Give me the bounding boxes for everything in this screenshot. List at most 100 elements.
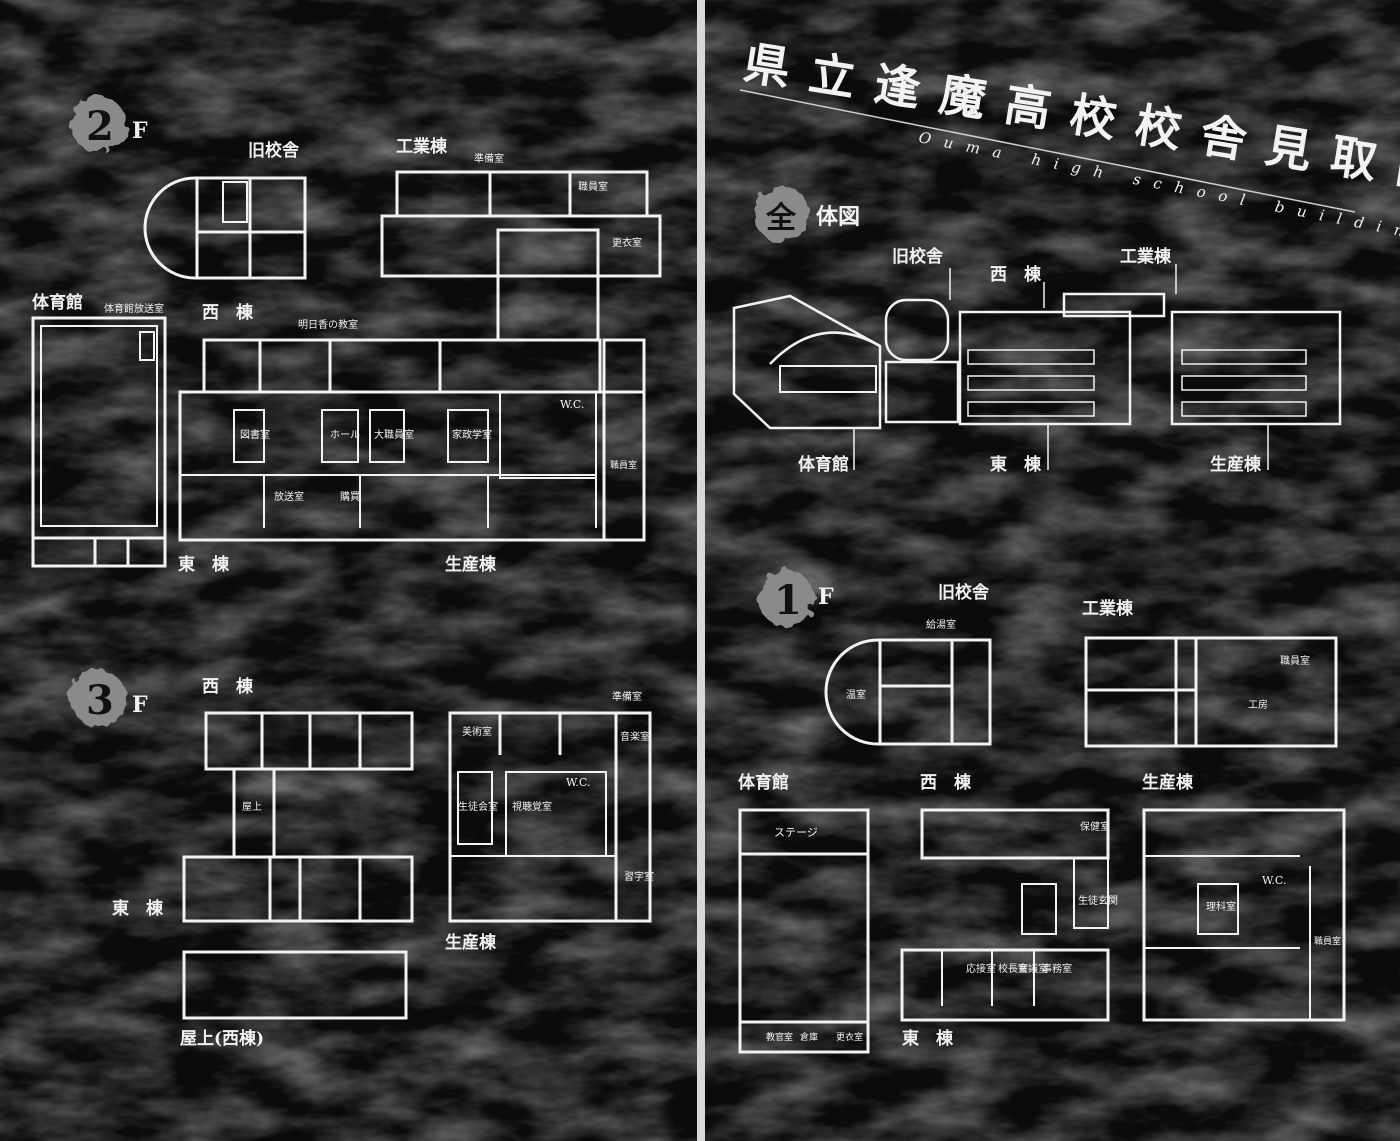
ink-splat-icon xyxy=(70,96,126,152)
plan-2f xyxy=(31,170,662,568)
label-2f-east: 東 棟 xyxy=(178,554,230,575)
ink-splat-icon xyxy=(70,670,126,726)
badge-2f: 2 F xyxy=(70,96,148,152)
room-hall-2f: ホール xyxy=(330,429,360,441)
room-changing-2f: 更衣室 xyxy=(612,236,642,249)
floor-2-number: 2 xyxy=(86,103,114,150)
room-student-council: 生徒会室 xyxy=(458,800,498,813)
room-staff-1f-b: 職員室 xyxy=(1314,935,1341,947)
label-1f-west: 西 棟 xyxy=(920,772,972,793)
page-gutter xyxy=(697,0,705,1141)
whole-label: 体図 xyxy=(816,204,860,230)
room-stage: ステージ xyxy=(774,826,818,839)
room-wc-3f: W.C. xyxy=(566,776,590,789)
room-big-staff: 大職員室 xyxy=(374,428,414,441)
room-staff-2f: 職員室 xyxy=(578,180,608,193)
room-home-ec: 家政学室 xyxy=(452,428,492,441)
label-1f-east: 東 棟 xyxy=(902,1028,954,1049)
label-2f-production: 生産棟 xyxy=(445,554,497,575)
labels-whole: 旧校舎 西 棟 工業棟 体育館 東 棟 生産棟 xyxy=(798,246,1262,475)
room-music: 音楽室 xyxy=(620,730,650,743)
room-study: 習字室 xyxy=(624,870,654,883)
room-roof-3f: 屋上 xyxy=(242,801,262,813)
floor-3-suffix: F xyxy=(132,692,148,718)
room-office: 事務室 xyxy=(1042,962,1072,975)
room-changing-1f: 更衣室 xyxy=(836,1031,863,1043)
floor-2-suffix: F xyxy=(132,118,148,144)
room-pe-staff: 教官室 xyxy=(766,1031,793,1043)
label-2f-gym: 体育館 xyxy=(32,292,83,313)
label-whole-east: 東 棟 xyxy=(990,454,1042,475)
room-workshop: 工房 xyxy=(1248,698,1268,711)
whole-view xyxy=(732,264,1342,470)
room-hot-room: 温室 xyxy=(846,688,866,701)
gym-1f xyxy=(738,808,870,1054)
floor-1-number: 1 xyxy=(774,577,802,624)
east-production-2f xyxy=(178,390,646,542)
room-kitchen: 給湯室 xyxy=(926,618,956,631)
room-health: 保健室 xyxy=(1080,820,1110,833)
plan-1f xyxy=(738,636,1346,1054)
room-prep-2f: 準備室 xyxy=(474,152,504,165)
label-whole-production: 生産棟 xyxy=(1210,454,1262,475)
room-prep-3f: 準備室 xyxy=(612,690,642,703)
label-3f-west: 西 棟 xyxy=(202,676,254,697)
industry-building-1f xyxy=(1084,636,1338,748)
label-3f-roof-west: 屋上(西棟) xyxy=(180,1028,264,1049)
label-1f-production: 生産棟 xyxy=(1142,772,1194,793)
room-meeting: 会議室 xyxy=(1018,962,1048,975)
east-building-3d xyxy=(958,310,1132,426)
label-1f-gym: 体育館 xyxy=(738,772,789,793)
labels-1f: 旧校舎 工業棟 体育館 西 棟 生産棟 東 棟 給湯室 温室 職員室 工房 ステ… xyxy=(738,582,1341,1049)
ink-splat-icon xyxy=(754,186,810,242)
room-av: 視聴覚室 xyxy=(512,800,552,813)
old-building-3d xyxy=(884,298,950,362)
badge-1f: 1 F xyxy=(758,570,834,626)
label-1f-industry: 工業棟 xyxy=(1082,598,1134,619)
room-staff-2f-b: 職員室 xyxy=(610,459,637,471)
old-building-1f xyxy=(824,638,992,746)
gym-2f xyxy=(31,316,167,568)
room-staff-1f: 職員室 xyxy=(1280,654,1310,667)
label-3f-east: 東 棟 xyxy=(112,898,164,919)
label-2f-old-building: 旧校舎 xyxy=(248,140,300,161)
labels-3f: 西 棟 東 棟 生産棟 屋上(西棟) 準備室 美術室 音楽室 W.C. 屋上 生… xyxy=(112,676,654,1049)
ink-splat-icon xyxy=(758,570,814,626)
west-building-1f xyxy=(920,808,1110,860)
room-shop: 購買 xyxy=(340,490,360,503)
production-building-3f xyxy=(448,711,652,923)
room-principal: 校長室 xyxy=(998,962,1028,975)
label-whole-west: 西 棟 xyxy=(990,264,1042,285)
label-2f-industry: 工業棟 xyxy=(396,136,448,157)
room-asuka-class: 明日香の教室 xyxy=(298,318,358,331)
floor-1-suffix: F xyxy=(818,584,834,610)
label-3f-production: 生産棟 xyxy=(445,932,497,953)
label-whole-industry: 工業棟 xyxy=(1120,246,1172,267)
room-storage: 倉庫 xyxy=(800,1031,818,1043)
room-gym-broadcast: 体育館放送室 xyxy=(104,302,164,315)
room-library: 図書室 xyxy=(240,428,270,441)
east-building-3f xyxy=(182,855,414,923)
floor-3-number: 3 xyxy=(86,677,114,724)
room-entrance: 生徒玄関 xyxy=(1078,894,1118,907)
label-whole-old: 旧校舎 xyxy=(892,246,944,267)
room-art: 美術室 xyxy=(462,725,492,738)
label-whole-gym: 体育館 xyxy=(798,454,849,475)
plan-3f xyxy=(182,711,652,1020)
roof-west xyxy=(182,950,408,1020)
production-building-3d xyxy=(1170,310,1342,426)
title-underline xyxy=(739,89,1356,213)
east-building-1f xyxy=(900,948,1110,1022)
label-2f-west: 西 棟 xyxy=(202,302,254,323)
whole-glyph: 全 xyxy=(765,201,797,236)
badge-3f: 3 F xyxy=(70,670,148,726)
label-1f-old: 旧校舎 xyxy=(938,582,990,603)
old-building-2f xyxy=(143,176,307,280)
production-building-1f xyxy=(1142,808,1346,1022)
room-wc-1f: W.C. xyxy=(1262,874,1286,887)
room-broadcast: 放送室 xyxy=(274,490,304,503)
labels-2f: 旧校舎 工業棟 体育館 西 棟 東 棟 生産棟 準備室 職員室 更衣室 体育館放… xyxy=(32,136,642,575)
room-reception: 応接室 xyxy=(966,962,996,975)
room-wc-2f-a: W.C. xyxy=(560,398,584,411)
